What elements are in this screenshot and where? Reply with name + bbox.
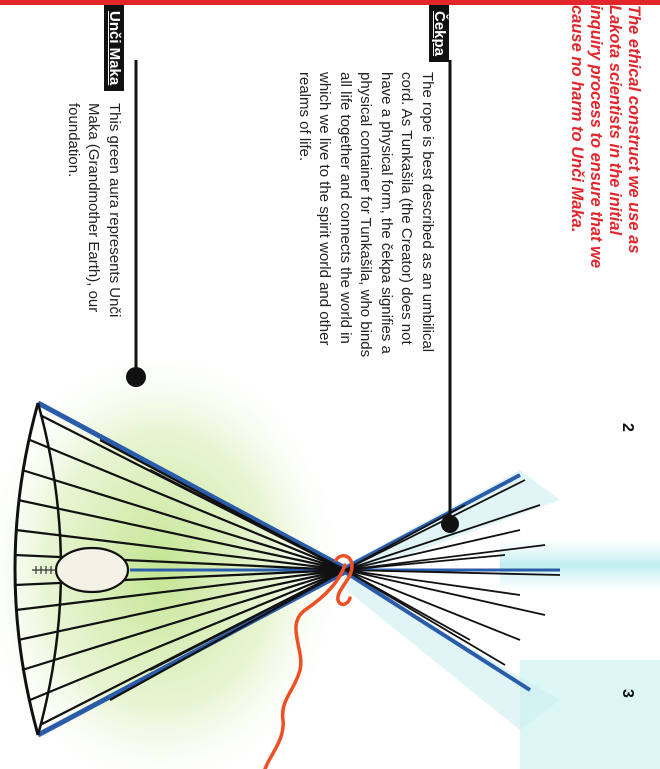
unci-maka-leader-dot — [126, 367, 146, 387]
frame-line-right-bottom — [343, 570, 532, 692]
unci-maka-line-3: foundation. — [65, 103, 82, 178]
tagline-line-2: Lakota scientists in the initial — [606, 5, 624, 236]
cyan-beam-right — [500, 540, 660, 590]
cekpa-line-1: The rope is best described as an umbilic… — [419, 72, 436, 353]
tagline-line-1: The ethical construct we use as — [625, 5, 643, 254]
unci-maka-heading: Unči Maka — [104, 5, 124, 92]
unci-maka-line-2: Maka (Grandmother Earth), our — [85, 103, 103, 313]
oval-ticks — [32, 566, 56, 574]
cekpa-heading-wrap: Čekpa — [429, 5, 449, 63]
cekpa-line-6: which we live to the spirit world and ot… — [316, 72, 334, 346]
cekpa-line-4: physical container for Tunkašila, who bi… — [357, 72, 375, 358]
central-oval — [54, 546, 130, 594]
step-number-2: 2 — [619, 423, 636, 432]
tagline: The ethical construct we use as Lakota s… — [567, 5, 643, 268]
frame-line-right-top — [344, 473, 521, 570]
cekpa-leader-dot — [441, 515, 459, 533]
cord-fan-right — [344, 479, 561, 666]
unci-maka-heading-wrap: Unči Maka — [104, 5, 124, 92]
unci-maka-body: This green aura represents Unči Maka (Gr… — [63, 103, 125, 317]
cekpa-line-7: realms of life. — [296, 72, 313, 162]
cekpa-heading: Čekpa — [429, 5, 449, 63]
cekpa-line-2: cord. As Tunkašila (the Creator) does no… — [398, 72, 416, 345]
frame-line-left-top — [36, 400, 347, 571]
cekpa-line-3: have a physical form, the čekpa signifie… — [378, 72, 395, 354]
unci-maka-line-1: This green aura represents Unči — [106, 103, 123, 318]
top-red-rule — [0, 0, 660, 5]
cyan-beam-lower — [340, 575, 560, 730]
cyan-beam-corner — [520, 660, 660, 769]
cekpa-line-5: all life together and connects the world… — [337, 72, 354, 344]
green-aura — [0, 340, 350, 769]
rope-knot — [334, 554, 354, 607]
step-number-3: 3 — [619, 689, 636, 698]
drum-rim-outer — [13, 402, 40, 736]
tagline-line-3: inquiry process to ensure that we — [587, 5, 605, 269]
tagline-line-4: cause no harm to Unči Maka. — [568, 5, 586, 233]
cekpa-body: The rope is best described as an umbilic… — [294, 72, 438, 357]
red-rope — [263, 563, 347, 769]
